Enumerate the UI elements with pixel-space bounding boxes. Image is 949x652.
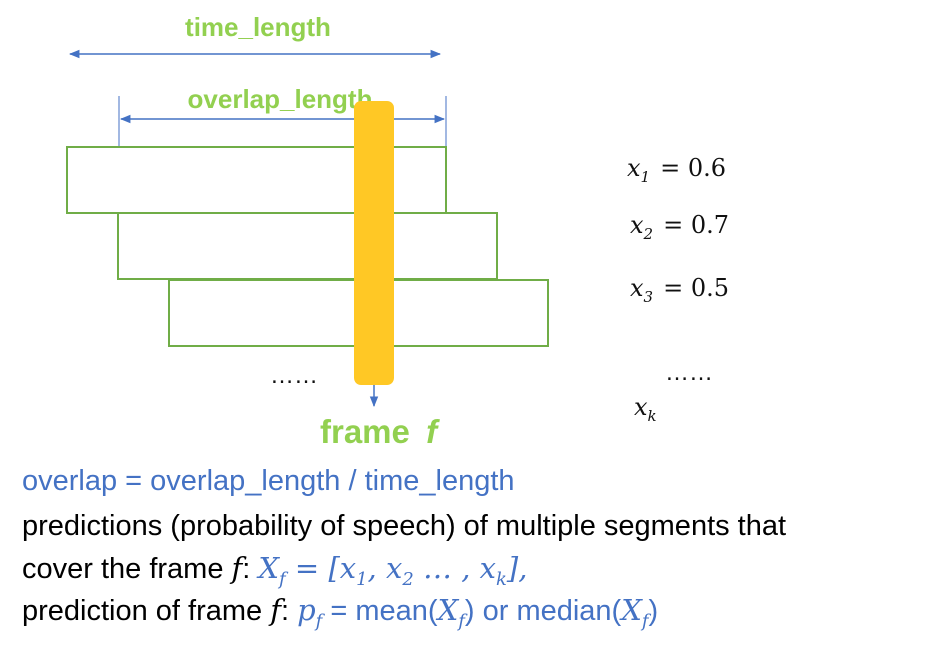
dots-left: ……: [270, 362, 318, 389]
overlap-formula: overlap = overlap_length / time_length: [22, 465, 515, 497]
value-x3: x3= 0.5: [630, 274, 729, 306]
prediction-frame-line: prediction of frame f: pf = mean(Xf) or …: [22, 593, 659, 632]
value-x1: x1= 0.6: [627, 154, 726, 186]
overlap-length-label: overlap_length: [188, 84, 373, 114]
predictions-line: predictions (probability of speech) of m…: [22, 510, 787, 542]
frame-word: frame: [320, 413, 410, 450]
frame-var: f: [426, 413, 440, 450]
value-x2: x2= 0.7: [630, 211, 729, 243]
value-xk: xk: [634, 393, 657, 425]
pf-formula: pf = mean(Xf) or median(Xf): [297, 593, 659, 632]
frame-label: frame f: [320, 413, 440, 451]
cover-frame-line: cover the frame f: Xf = [x1, x2 … , xk],: [22, 551, 528, 590]
xf-set: Xf = [x1, x2 … , xk],: [258, 551, 528, 590]
frame-bar: [354, 101, 394, 385]
segment-2: [117, 212, 498, 280]
dots-right: ……: [665, 359, 713, 386]
time-length-label: time_length: [185, 12, 331, 42]
